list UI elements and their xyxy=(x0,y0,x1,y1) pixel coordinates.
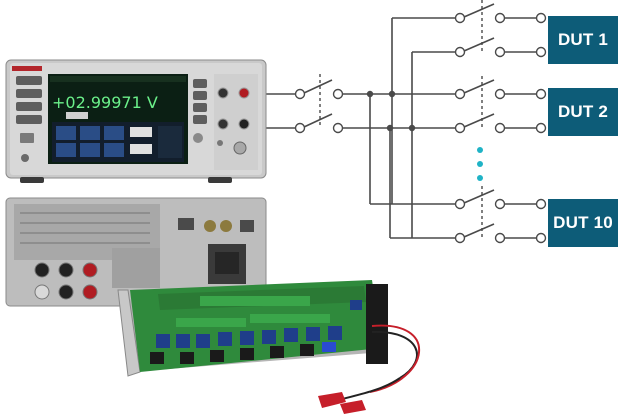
switch-contact xyxy=(494,198,506,210)
dut-terminal xyxy=(535,232,547,244)
dut-2-label: DUT 2 xyxy=(557,102,609,121)
input-hi-terminal[interactable] xyxy=(238,87,250,99)
red-probe-clip xyxy=(318,392,346,408)
function-button[interactable] xyxy=(16,89,42,98)
dut-1-box: DUT 1 xyxy=(548,16,618,64)
red-probe-clip xyxy=(340,400,366,414)
bus-junction xyxy=(366,90,374,98)
display-softkey[interactable] xyxy=(66,112,88,119)
function-button[interactable] xyxy=(16,115,42,124)
dut-2-box: DUT 2 xyxy=(548,88,618,136)
usb-device-port[interactable] xyxy=(240,220,254,232)
function-button[interactable] xyxy=(193,115,207,124)
dut-10-box: DUT 10 xyxy=(548,199,618,247)
dut-terminal xyxy=(535,122,547,134)
switch-contact xyxy=(454,46,466,58)
function-button[interactable] xyxy=(16,102,42,111)
switch-contact xyxy=(454,88,466,100)
input-lo-terminal[interactable] xyxy=(238,118,250,130)
range-knob[interactable] xyxy=(193,133,203,143)
rear-input-terminals xyxy=(34,262,98,300)
switch-blade xyxy=(463,113,495,128)
dut-1-label: DUT 1 xyxy=(557,30,609,49)
dmm-front-panel: +02.99971 V xyxy=(5,59,267,183)
switch-contact xyxy=(332,88,344,100)
switch-contact xyxy=(332,122,344,134)
lan-port[interactable] xyxy=(178,218,194,230)
switch-contact xyxy=(494,88,506,100)
trigger-connector[interactable] xyxy=(204,220,216,232)
switch-blade xyxy=(463,223,495,238)
bus-junction xyxy=(388,90,396,98)
bus-junction xyxy=(408,124,416,132)
dut-terminal xyxy=(535,46,547,58)
ellipsis-dot xyxy=(477,147,483,153)
relays xyxy=(150,326,342,364)
right-buttons xyxy=(193,79,207,143)
switch-contact xyxy=(494,46,506,58)
function-button[interactable] xyxy=(193,79,207,88)
switch-contact xyxy=(454,198,466,210)
power-button[interactable] xyxy=(21,154,29,162)
card-connector xyxy=(366,284,388,364)
front-input-terminals xyxy=(214,74,258,170)
ellipsis-dot xyxy=(477,161,483,167)
meter-reading: +02.99971 V xyxy=(52,93,158,112)
brand-logo xyxy=(12,66,42,71)
test-leads xyxy=(318,324,420,414)
switch-contact xyxy=(454,12,466,24)
left-function-buttons xyxy=(16,76,42,162)
ellipsis-dot xyxy=(477,175,483,181)
function-button[interactable] xyxy=(193,103,207,112)
screw-terminals xyxy=(176,296,330,327)
switch-blade xyxy=(463,79,495,94)
display-secondary-panel xyxy=(52,122,184,162)
dut-terminal xyxy=(535,12,547,24)
switch-contact xyxy=(294,88,306,100)
usb-port[interactable] xyxy=(20,133,34,143)
ellipsis-dots xyxy=(477,147,483,181)
wire-layer xyxy=(266,17,540,239)
switch-blade xyxy=(463,3,495,18)
amps-terminal[interactable] xyxy=(233,141,247,155)
dut-10-label: DUT 10 xyxy=(553,213,613,232)
dut-terminal xyxy=(535,198,547,210)
sense-hi-terminal[interactable] xyxy=(217,87,229,99)
dut-terminal xyxy=(535,88,547,100)
switch-blade xyxy=(303,79,333,94)
scan-card xyxy=(117,280,388,377)
switch-blade xyxy=(463,189,495,204)
switch-contact xyxy=(494,12,506,24)
switch-contact xyxy=(454,122,466,134)
switch-contact xyxy=(294,122,306,134)
function-button[interactable] xyxy=(16,76,42,85)
trigger-connector[interactable] xyxy=(220,220,232,232)
dmm-rear-panel xyxy=(5,197,267,307)
switch-contact xyxy=(494,122,506,134)
sense-lo-terminal[interactable] xyxy=(217,118,229,130)
front-rear-switch[interactable] xyxy=(217,140,223,146)
switch-contact xyxy=(454,232,466,244)
switch-contact xyxy=(494,232,506,244)
function-button[interactable] xyxy=(193,91,207,100)
bus-junction xyxy=(386,124,394,132)
switch-blade xyxy=(463,37,495,52)
switch-layer xyxy=(294,0,547,244)
switch-blade xyxy=(303,113,333,128)
